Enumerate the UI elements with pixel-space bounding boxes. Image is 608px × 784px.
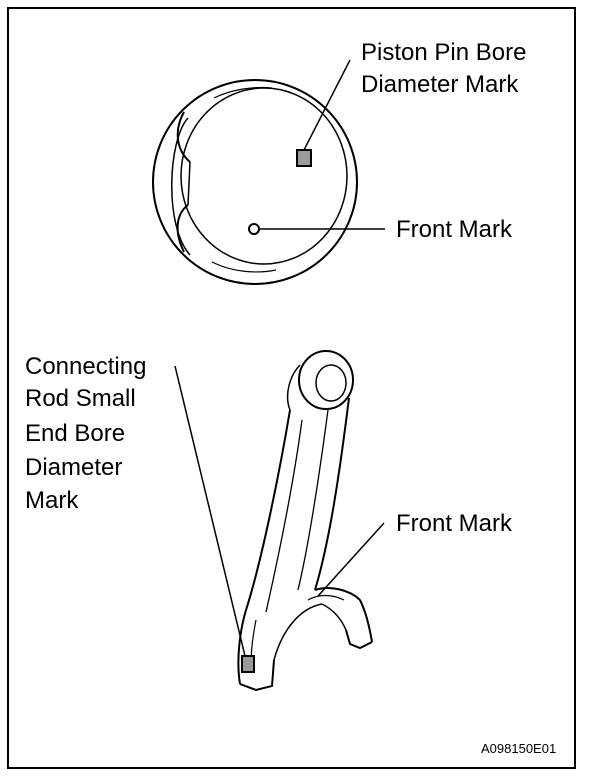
label-rod-line2: Rod Small [25, 385, 136, 412]
figure-frame [7, 7, 576, 769]
piston-crown-arc-top [213, 86, 273, 99]
label-rod-line5: Mark [25, 487, 79, 514]
piston-crown-arc-bottom [211, 261, 277, 273]
rod-small-end-bore [315, 364, 347, 402]
piston-top-view [152, 79, 358, 285]
label-rod-line1: Connecting [25, 353, 147, 380]
rod-foot-left [237, 609, 247, 685]
valve-recess-upper [176, 111, 191, 163]
rod-cap-right [345, 629, 373, 650]
piston-outer-circle [152, 79, 358, 285]
rod-web-right [297, 409, 329, 591]
rod-foot-right [359, 599, 373, 643]
figure-code: A098150E01 [481, 741, 557, 756]
rod-small-end-bore-mark [241, 655, 255, 673]
piston-skirt-left [171, 117, 191, 256]
label-piston-pin-bore-line2: Diameter Mark [361, 71, 519, 98]
rod-small-end-outer [298, 350, 354, 410]
leader-front-mark-rod [317, 522, 385, 597]
rod-cap-left [239, 659, 275, 692]
leader-rod-bore-mark [174, 365, 246, 657]
leader-piston-pin-bore [303, 59, 351, 151]
rod-beam-left-outer [245, 409, 291, 611]
rod-big-end-arch [273, 603, 323, 661]
piston-front-mark [248, 223, 260, 235]
rod-beam-right-outer [314, 397, 350, 591]
valve-recess-lower [176, 204, 189, 253]
label-piston-pin-bore-line1: Piston Pin Bore [361, 39, 527, 66]
label-front-mark-piston: Front Mark [396, 216, 513, 243]
connecting-rod [237, 350, 373, 692]
rod-web-left [265, 419, 303, 613]
label-rod-line4: Diameter [25, 454, 123, 481]
label-rod-line3: End Bore [25, 420, 126, 447]
rod-shoulder-right [314, 587, 361, 601]
rod-front-mark-boss [307, 594, 345, 601]
label-front-mark-rod: Front Mark [396, 510, 513, 537]
piston-pin-bore-mark [296, 149, 312, 167]
valve-recess-mid [187, 161, 191, 206]
